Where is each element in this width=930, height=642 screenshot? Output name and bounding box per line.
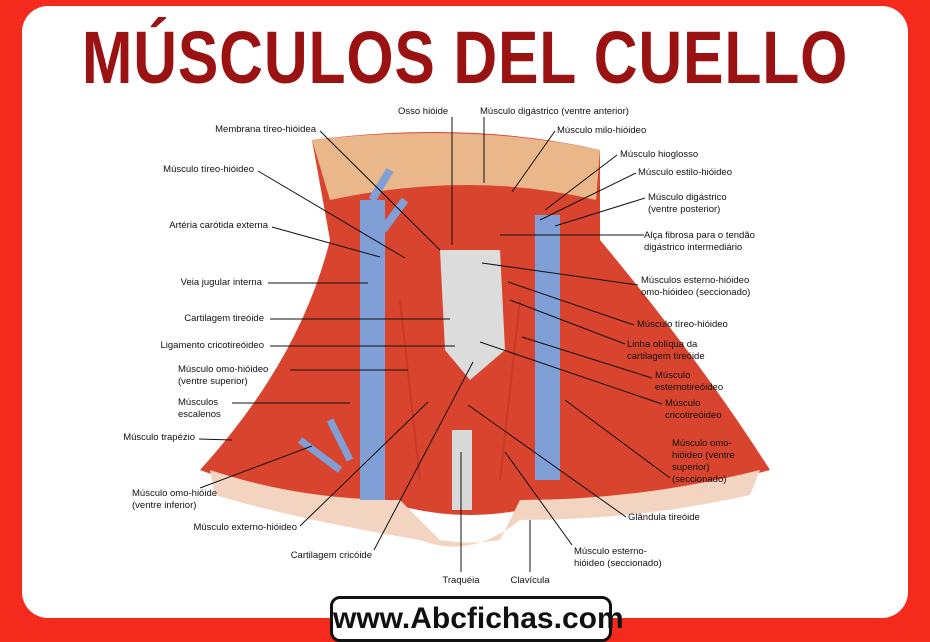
leader-line — [511, 130, 556, 193]
anatomy-label: Músculo esterno- hióideo (seccionado) — [574, 546, 662, 569]
anatomy-label: Traquéia — [442, 575, 480, 586]
leader-lines — [198, 117, 671, 572]
anatomy-label: Músculo esternotireóideo — [655, 370, 724, 393]
leader-line — [198, 438, 233, 441]
anatomy-label: Membrana tíreo-hióidea — [215, 124, 316, 135]
anatomy-label: Músculo externo-hióideo — [193, 522, 297, 533]
leader-line — [257, 170, 406, 259]
leader-line — [467, 404, 627, 518]
anatomy-label: Músculo hioglosso — [620, 149, 699, 160]
anatomy-label: Veia jugular interna — [180, 277, 262, 288]
anatomy-label: Alça fibrosa para o tendão digástrico in… — [644, 230, 755, 253]
anatomy-label: Músculo estilo-hióideo — [638, 167, 732, 178]
anatomy-label: Artéria carótida externa — [169, 220, 268, 231]
leader-line — [507, 281, 635, 326]
anatomy-label: Músculos escalenos — [178, 397, 221, 420]
leader-line — [509, 299, 626, 345]
anatomy-label: Músculo digástrico (ventre posterior) — [648, 192, 727, 215]
leader-line — [481, 262, 639, 286]
anatomy-label: Glândula tireóide — [628, 512, 700, 523]
leader-line — [479, 341, 663, 405]
anatomy-label: Ligamento cricotireóideo — [160, 340, 264, 351]
anatomy-label: Cartilagem tireóide — [184, 313, 264, 324]
anatomy-label: Linha oblíqua da cartilagem tireóide — [627, 339, 705, 362]
anatomy-label: Músculo cricotireóideo — [665, 398, 722, 421]
anatomy-label: Músculos esterno-hióideo omo-hióideo (se… — [641, 275, 751, 298]
leader-line — [299, 401, 429, 527]
anatomy-label: Músculo digástrico (ventre anterior) — [480, 106, 629, 117]
leader-line — [544, 154, 618, 211]
page-title: MÚSCULOS DEL CUELLO — [81, 16, 849, 99]
neck-illustration — [200, 132, 770, 547]
anatomy-label: Músculo tíreo-hióideo — [163, 164, 254, 175]
leader-line — [554, 197, 646, 227]
leader-line — [199, 445, 313, 489]
leader-line — [373, 361, 474, 551]
anatomy-label: Músculo trapézio — [123, 432, 195, 443]
leader-line — [504, 451, 573, 546]
anatomy-label: Músculo tíreo-hióideo — [637, 319, 728, 330]
anatomy-label: Cartilagem cricóide — [290, 550, 372, 561]
leader-line — [539, 172, 637, 221]
anatomy-label: Osso hióide — [398, 106, 449, 117]
neck-anatomy-illustration — [198, 117, 770, 572]
anatomy-label: Músculo omo-hióideo (ventre superior) — [178, 364, 269, 387]
leader-line — [564, 399, 671, 479]
leader-line — [271, 226, 381, 258]
website-banner[interactable]: www.Abcfichas.com — [330, 596, 624, 642]
anatomy-label: Clavícula — [510, 575, 550, 586]
leader-line — [521, 336, 653, 379]
anatomy-label: Músculo omo- hióideo (ventre superior) (… — [672, 438, 735, 485]
anatomy-label: Músculo milo-hióideo — [557, 125, 647, 136]
anatomy-label: Músculo omo-hióide (ventre inferior) — [132, 488, 218, 511]
leader-line — [319, 130, 441, 251]
